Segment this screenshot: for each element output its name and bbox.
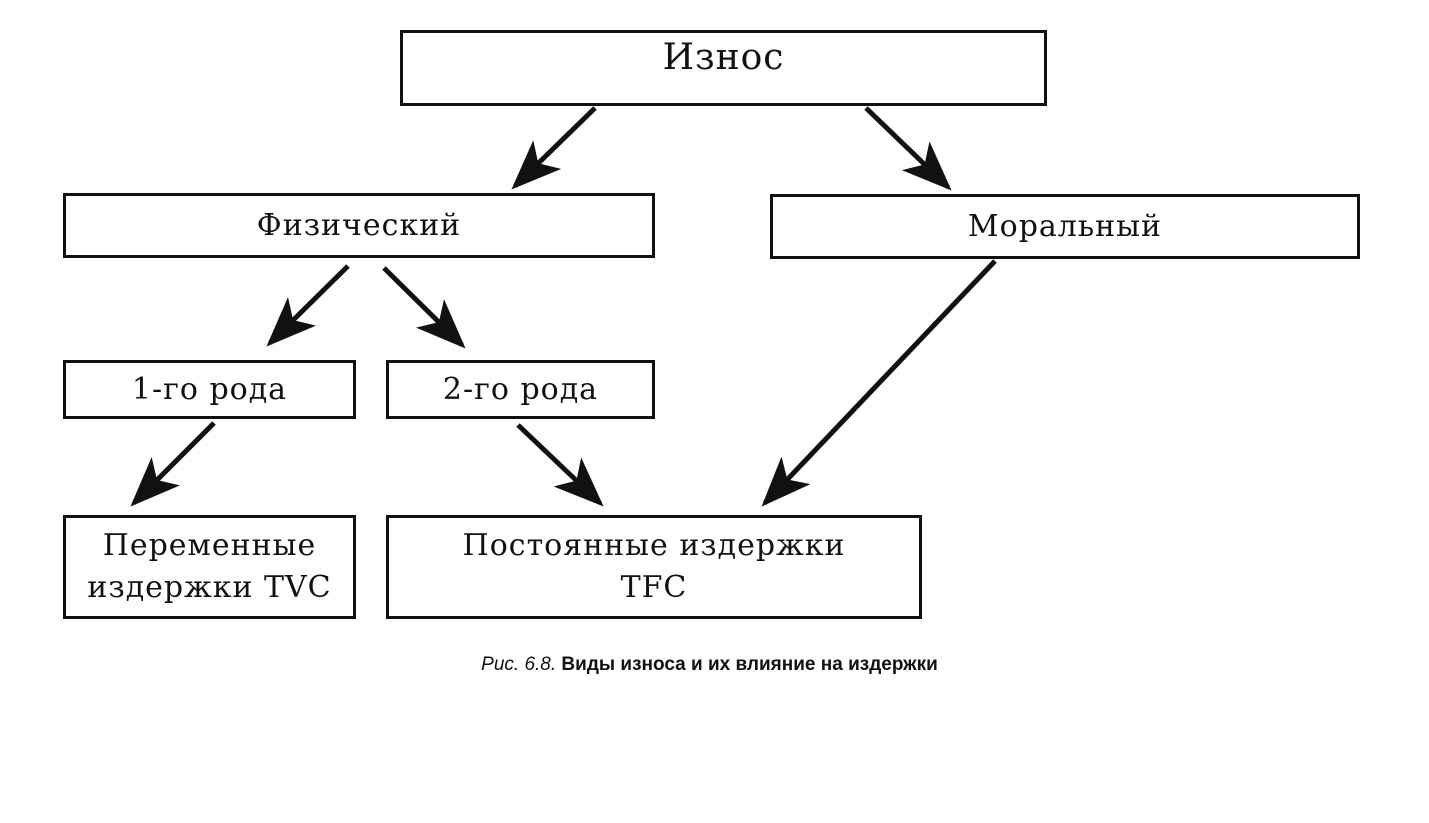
- arrow-physical-to-kind1: [266, 264, 350, 347]
- arrow-kind2-to-tfc: [516, 423, 604, 507]
- figure-caption-number: Рис. 6.8.: [481, 654, 557, 675]
- node-wear-label: Износ: [662, 37, 785, 78]
- node-variable-costs: Переменные издержки TVC: [63, 515, 356, 619]
- figure-caption-title: Виды износа и их влияние на издержки: [561, 654, 938, 675]
- node-physical-wear: Физический: [63, 193, 655, 258]
- arrow-physical-to-kind2: [382, 266, 466, 349]
- arrow-moral-to-tfc: [761, 259, 997, 507]
- node-second-kind-label: 2-го рода: [442, 372, 599, 407]
- figure-caption: Рис. 6.8. Виды износа и их влияние на из…: [0, 654, 1419, 676]
- node-second-kind: 2-го рода: [386, 360, 655, 419]
- node-fixed-costs-label: Постоянные издержки TFC: [462, 528, 846, 605]
- node-moral-wear-label: Моральный: [967, 209, 1163, 244]
- node-first-kind-label: 1-го рода: [131, 372, 288, 407]
- arrow-wear-to-moral: [864, 106, 952, 191]
- arrow-wear-to-physical: [511, 106, 597, 190]
- node-variable-costs-label: Переменные издержки TVC: [87, 528, 332, 605]
- node-first-kind: 1-го рода: [63, 360, 356, 419]
- node-physical-wear-label: Физический: [256, 208, 462, 243]
- node-wear: Износ: [400, 30, 1047, 106]
- node-moral-wear: Моральный: [770, 194, 1360, 259]
- node-fixed-costs: Постоянные издержки TFC: [386, 515, 922, 619]
- arrow-kind1-to-tvc: [130, 421, 216, 507]
